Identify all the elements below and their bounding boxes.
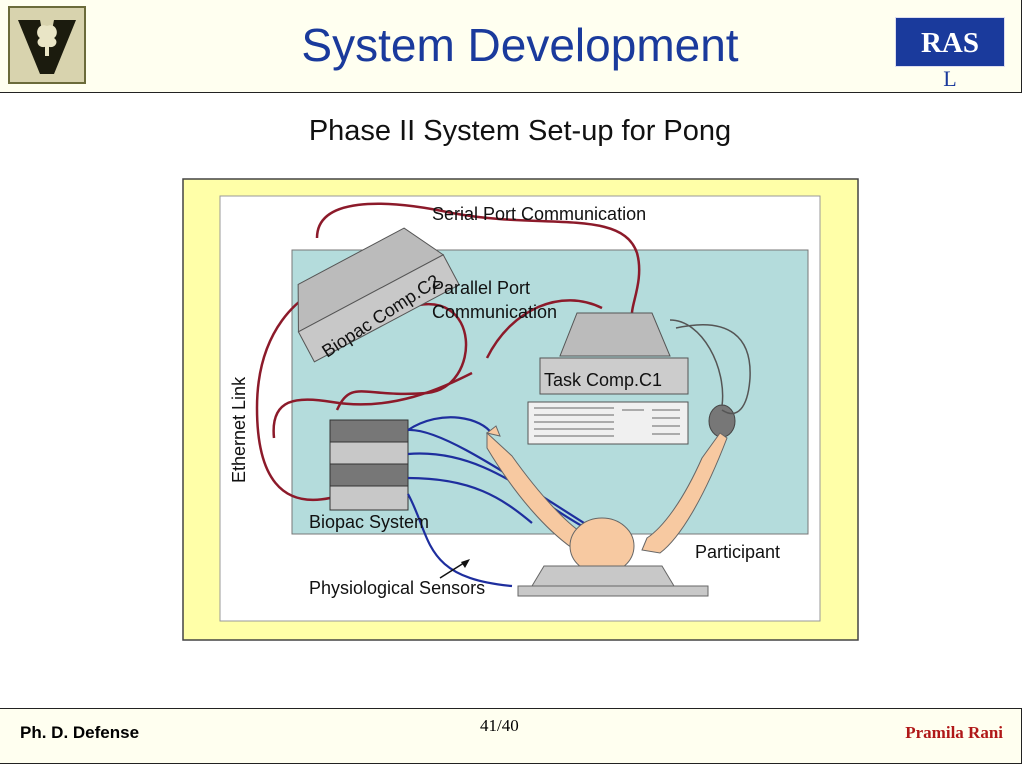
sensors-label: Physiological Sensors [309,578,485,598]
slide-footer: Ph. D. Defense 41/40 Pramila Rani [0,708,1022,764]
pong-setup-diagram: Biopac Comp.C2 Task Comp.C1 [182,178,859,641]
ras-badge: RAS [895,17,1005,67]
author-name: Pramila Rani [905,723,1003,742]
biopac-comp-c2 [297,227,460,363]
page-number: 41/40 [480,716,519,735]
mouse-cable [669,319,724,407]
participant [485,425,728,597]
monitor-cable [675,324,751,415]
vanderbilt-logo [8,6,86,84]
vanderbilt-v-oak-icon [18,20,76,74]
slide-title: System Development [301,19,739,71]
slide-subtitle: Phase II System Set-up for Pong [308,115,732,147]
slide-header: System Development RAS L [0,0,1022,93]
task-comp-monitor [559,312,671,357]
biopac-system-label: Biopac System [309,512,429,532]
ethernet-label: Ethernet Link [229,376,249,483]
sensor-arrowhead [461,559,470,568]
parallel-port-label-2: Communication [432,302,557,322]
mouse [708,404,736,438]
task-comp-c1 [539,357,689,395]
keyboard [527,401,689,445]
serial-port-label: Serial Port Communication [432,204,646,224]
task-comp-label: Task Comp.C1 [544,370,662,390]
sensor-cables [407,416,593,588]
participant-label: Participant [695,542,780,562]
parallel-port-label-1: Parallel Port [432,278,530,298]
ras-badge-sub: L [943,66,957,91]
footer-left: Ph. D. Defense [20,723,140,742]
biopac-system-box [329,419,409,511]
